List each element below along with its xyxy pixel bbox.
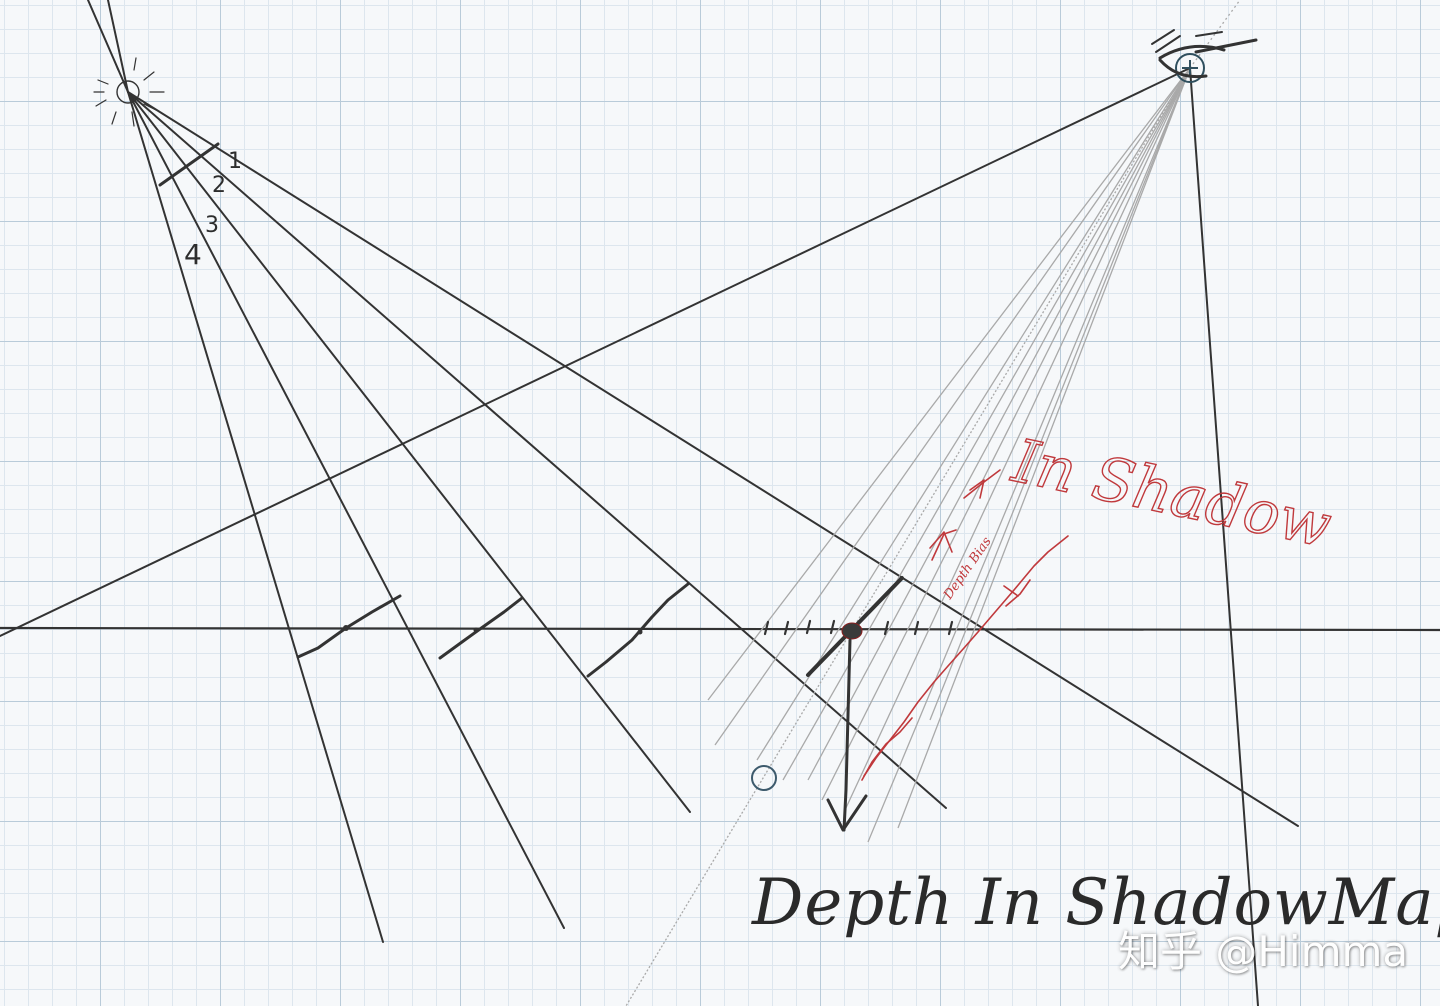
- depth-bias-annotation: [861, 469, 1069, 781]
- depth-index-2: 2: [212, 173, 226, 198]
- light-rays: [87, 0, 1299, 943]
- camera-rays: [625, 0, 1241, 1006]
- depth-index-4: 4: [184, 238, 202, 271]
- camera-eye-icon: [1151, 29, 1258, 83]
- depth-index-ticks: [158, 142, 220, 187]
- ground-ticks: [763, 619, 954, 636]
- marker-circle: [751, 765, 777, 791]
- ground-line: [0, 626, 1440, 632]
- depth-index-3: 3: [205, 213, 219, 238]
- depth-index-1: 1: [228, 149, 242, 174]
- depth-samples: [296, 582, 690, 678]
- camera-frustum: [0, 67, 1259, 1006]
- tested-surface-sample: [806, 576, 904, 832]
- light-source-icon: [93, 57, 165, 127]
- watermark: 知乎 @Himma: [1118, 927, 1409, 976]
- depth-in-shadow-map-label: Depth In ShadowMap: [751, 866, 1440, 940]
- in-shadow-label: In Shadow: [1006, 426, 1337, 562]
